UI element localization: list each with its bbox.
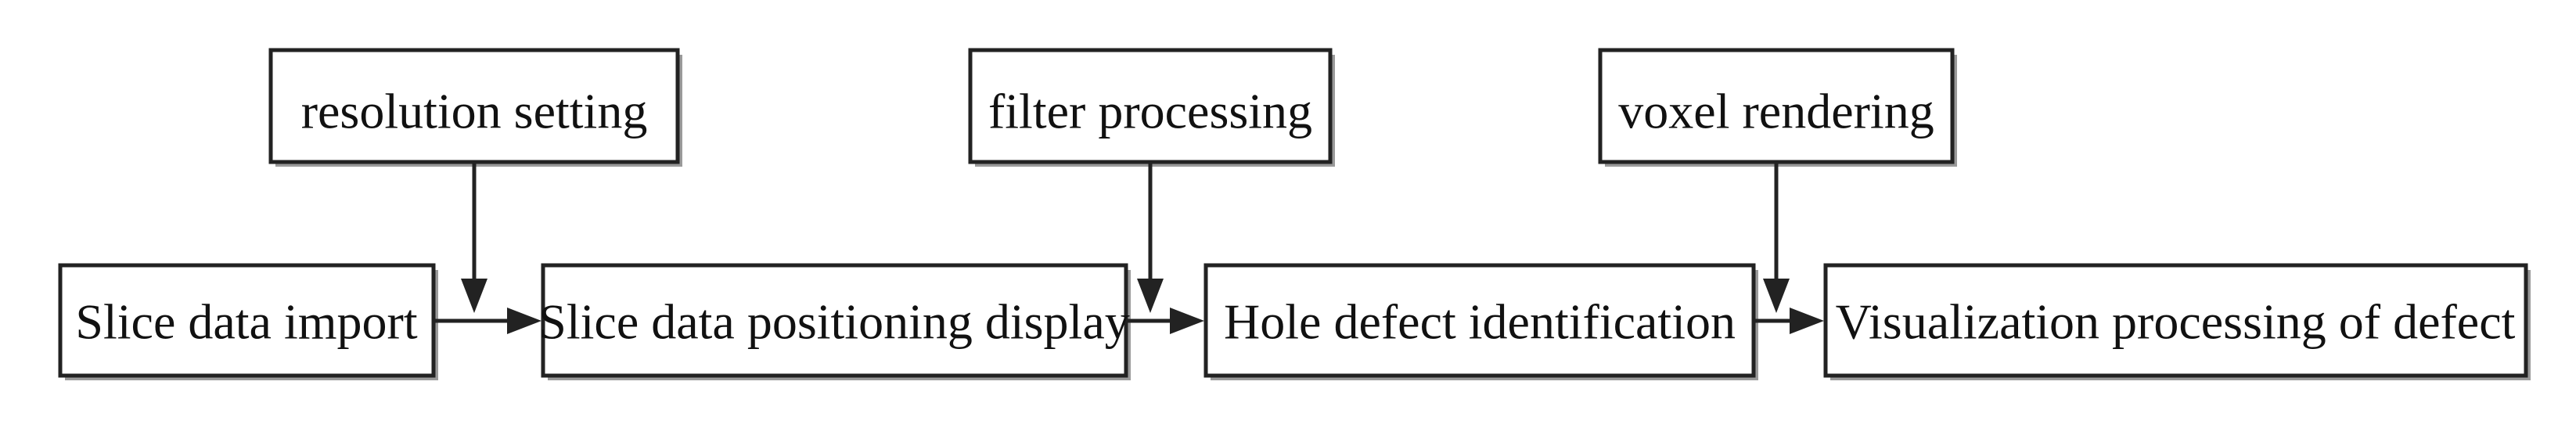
arrow-identification-to-visualization [1754,308,1824,334]
input-label-filter-processing: filter processing [988,84,1312,139]
arrow-filter-processing-down [1137,162,1164,313]
input-box-voxel-rendering: voxel rendering [1598,48,1957,167]
arrow-import-to-positioning [434,308,541,334]
step-label-hole-defect-identification: Hole defect identification [1224,294,1736,350]
step-box-slice-data-import: Slice data import [58,263,438,380]
arrow-voxel-rendering-down [1763,162,1790,313]
input-label-resolution-setting: resolution setting [301,84,648,139]
input-label-voxel-rendering: voxel rendering [1618,84,1934,139]
arrow-positioning-to-identification [1126,308,1204,334]
step-box-slice-data-positioning-display: Slice data positioning display [538,263,1131,380]
step-box-visualization-processing-of-defect: Visualization processing of defect [1823,263,2531,380]
input-box-resolution-setting: resolution setting [268,48,682,167]
input-box-filter-processing: filter processing [968,48,1335,167]
arrow-resolution-setting-down [461,162,487,313]
step-label-visualization-processing-of-defect: Visualization processing of defect [1836,294,2516,350]
step-box-hole-defect-identification: Hole defect identification [1203,263,1758,380]
step-label-slice-data-positioning-display: Slice data positioning display [538,294,1129,350]
step-label-slice-data-import: Slice data import [75,294,417,350]
